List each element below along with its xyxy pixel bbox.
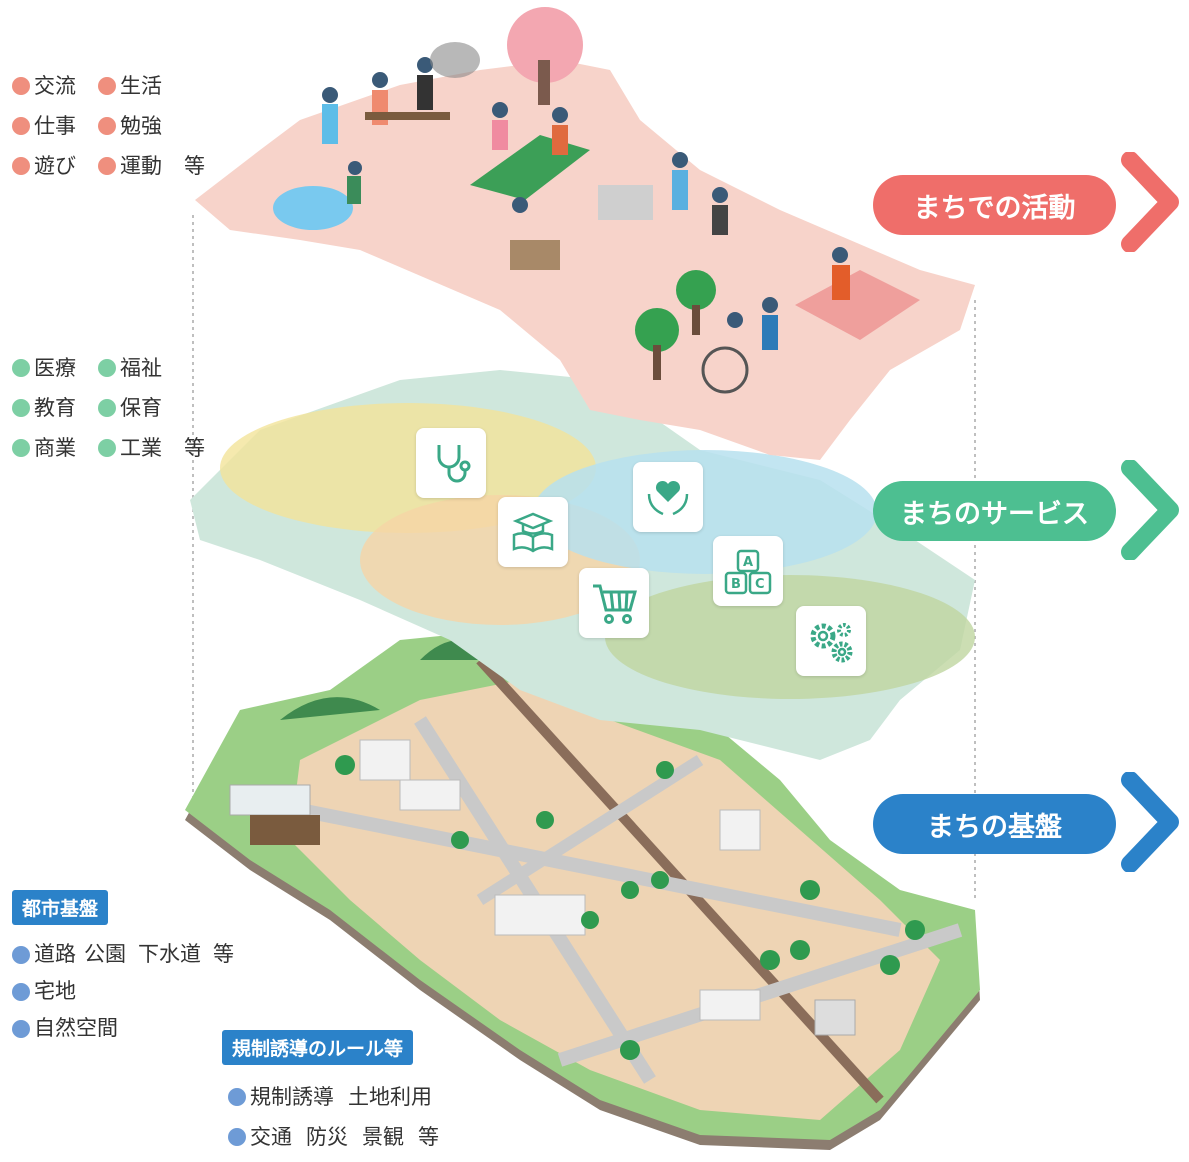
base-map <box>185 630 980 1150</box>
graduation-book-icon <box>498 497 568 567</box>
shopping-cart-icon <box>579 568 649 638</box>
legend-dot <box>98 359 116 377</box>
legend-etc: 等 <box>184 436 205 460</box>
chevron-right-icon <box>1121 152 1179 252</box>
activities-layer-label: まちでの活動 <box>873 175 1116 235</box>
legend-item: 道路 <box>34 942 76 966</box>
chevron-right-icon <box>1121 460 1179 560</box>
legend-item: 防災 <box>306 1125 348 1149</box>
svg-text:B: B <box>731 577 741 592</box>
legend-dot <box>228 1088 246 1106</box>
legend-etc: 等 <box>213 942 234 966</box>
legend-etc: 等 <box>418 1125 439 1149</box>
legend-dot <box>98 399 116 417</box>
legend-item: 勉強 <box>120 114 162 138</box>
legend-dot <box>98 439 116 457</box>
rules-heading: 規制誘導のルール等 <box>222 1030 414 1065</box>
legend-item: 工業 <box>120 436 162 460</box>
legend-dot <box>12 439 30 457</box>
legend-item: 下水道 <box>138 942 201 966</box>
legend-item: 景観 <box>362 1125 404 1149</box>
legend-item: 交通 <box>250 1125 292 1149</box>
activities-legend: 交流 生活 仕事 勉強 遊び 運動 等 <box>12 66 205 186</box>
heart-hands-icon <box>633 462 703 532</box>
legend-item: 宅地 <box>34 979 76 1003</box>
legend-item: 仕事 <box>34 114 76 138</box>
legend-dot <box>12 77 30 95</box>
legend-dot <box>12 399 30 417</box>
legend-dot <box>98 77 116 95</box>
legend-dot <box>98 117 116 135</box>
legend-item: 交流 <box>34 74 76 98</box>
services-layer-label: まちのサービス <box>873 481 1116 541</box>
legend-item: 公園 <box>84 942 126 966</box>
legend-item: 医療 <box>34 356 76 380</box>
legend-item: 土地利用 <box>348 1085 432 1109</box>
legend-item: 運動 <box>120 154 162 178</box>
legend-dot <box>228 1128 246 1146</box>
legend-dot <box>12 1019 30 1038</box>
legend-dot <box>12 945 30 964</box>
urban-infrastructure-heading: 都市基盤 <box>12 890 109 925</box>
legend-item: 商業 <box>34 436 76 460</box>
legend-dot <box>98 157 116 175</box>
svg-text:C: C <box>755 577 765 592</box>
legend-item: 保育 <box>120 396 162 420</box>
legend-dot <box>12 359 30 377</box>
legend-dot <box>12 157 30 175</box>
services-legend: 医療 福祉 教育 保育 商業 工業 等 <box>12 348 205 468</box>
legend-dot <box>12 982 30 1001</box>
gears-icon <box>796 606 866 676</box>
urban-infrastructure-legend: 道路 公園 下水道 等 宅地 自然空間 <box>12 936 234 1047</box>
legend-dot <box>12 117 30 135</box>
legend-item: 規制誘導 <box>250 1085 334 1109</box>
legend-item: 教育 <box>34 396 76 420</box>
legend-item: 生活 <box>120 74 162 98</box>
rules-legend: 規制誘導 土地利用 交通 防災 景観 等 <box>228 1077 439 1157</box>
legend-item: 福祉 <box>120 356 162 380</box>
legend-item: 遊び <box>34 154 76 178</box>
svg-text:A: A <box>743 555 753 570</box>
legend-etc: 等 <box>184 154 205 178</box>
infrastructure-layer-label: まちの基盤 <box>873 794 1116 854</box>
legend-item: 自然空間 <box>34 1016 118 1040</box>
stethoscope-icon <box>416 428 486 498</box>
activities-map <box>195 7 975 460</box>
chevron-right-icon <box>1121 772 1179 872</box>
